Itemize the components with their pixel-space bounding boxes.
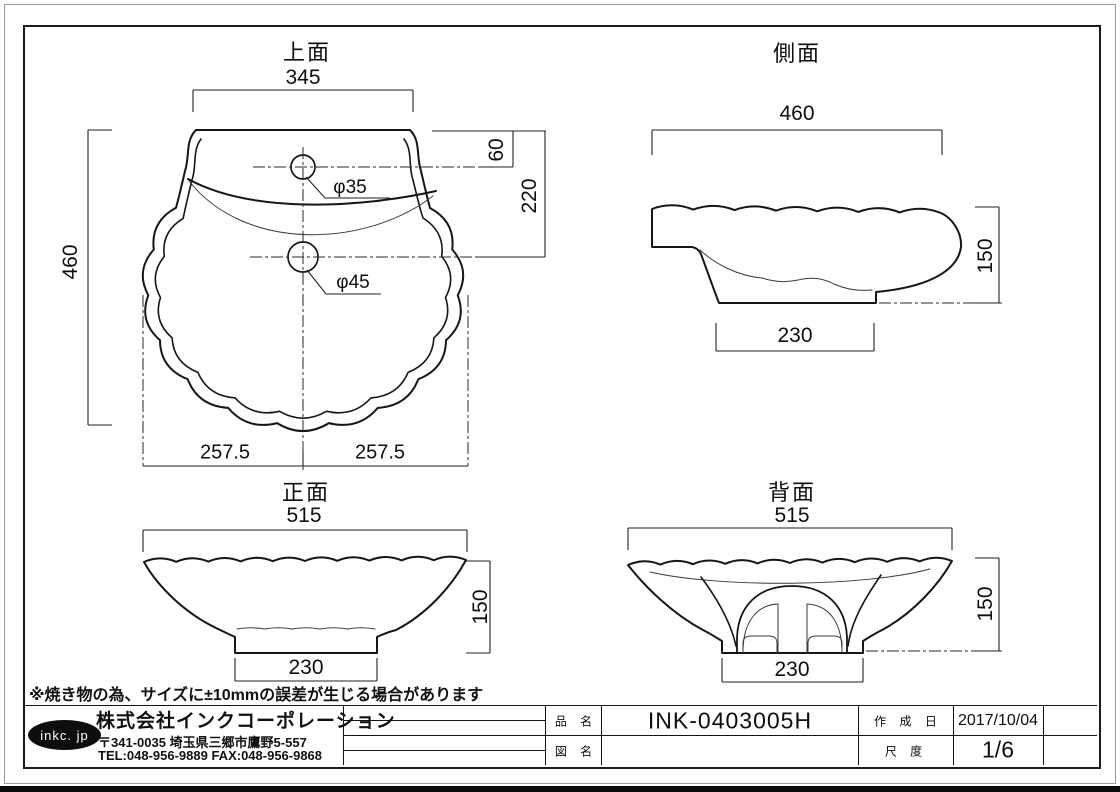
drawing-frame	[23, 25, 1101, 769]
drain-hole-label: φ45	[336, 272, 370, 293]
side-dim-460-bracket	[651, 129, 943, 155]
dim-220-bracket	[477, 131, 546, 258]
side-dim-150-text: 150	[974, 238, 997, 274]
dim-2575-right-text: 257.5	[354, 441, 406, 464]
drawing-name-label: 図 名	[554, 744, 598, 759]
back-view-wing-right-edge	[847, 574, 882, 647]
back-view-title: 背面	[767, 480, 817, 505]
back-dim-515-text: 515	[774, 504, 810, 527]
product-name-value: INK-0403005H	[647, 707, 813, 734]
dim-345-bracket	[192, 89, 414, 112]
back-view-far-rim	[649, 568, 931, 584]
front-view-outline	[143, 555, 467, 654]
front-dim-150-text: 150	[469, 589, 492, 625]
sheet-outer-border	[4, 4, 1116, 784]
revision-row-line-1	[343, 720, 545, 721]
titleblock-top-line	[23, 705, 1097, 706]
back-dim-150-text: 150	[974, 586, 997, 622]
back-view-under-dome-left	[742, 603, 779, 654]
product-name-label: 品 名	[554, 714, 598, 729]
creation-date-label: 作 成 日	[874, 714, 942, 729]
tolerance-note: ※焼き物の為、サイズに±10mmの誤差が生じる場合があります	[29, 687, 484, 704]
dim-515-top-bracket	[143, 452, 468, 467]
top-view-deck-curve	[187, 178, 437, 206]
drain-leader	[306, 269, 381, 295]
scale-value: 1/6	[982, 736, 1014, 763]
faucet-leader	[305, 176, 390, 199]
sheet-bottom-edge	[0, 786, 1120, 792]
side-view-title: 側面	[772, 41, 822, 66]
front-dim-150-bracket	[466, 560, 491, 654]
company-phone: TEL:048-956-9889 FAX:048-956-9868	[98, 748, 323, 763]
side-dim-230-text: 230	[777, 324, 813, 347]
faucet-hole-label: φ35	[333, 177, 367, 198]
side-dim-150-bracket	[975, 206, 1000, 304]
front-dim-515-text: 515	[286, 504, 322, 527]
back-view-outline	[627, 556, 953, 654]
front-dim-515-bracket	[142, 529, 468, 552]
company-logo-text: inkc. jp	[40, 727, 89, 743]
back-view-wing-left-edge	[700, 576, 737, 647]
company-name: 株式会社インクコーポレーション	[96, 711, 396, 732]
dim-60-text: 60	[485, 138, 508, 162]
front-dim-230-bracket	[234, 658, 378, 682]
side-view-outline	[651, 204, 963, 304]
dim-460-bracket	[87, 129, 112, 426]
back-dim-230-text: 230	[774, 658, 810, 681]
side-dim-230-bracket	[715, 323, 875, 352]
back-dim-515-bracket	[627, 527, 953, 550]
top-view-inner-outline	[154, 138, 452, 419]
back-dim-230-bracket	[721, 658, 864, 683]
front-dim-230-text: 230	[288, 656, 324, 679]
dim-2575-left-text: 257.5	[199, 441, 251, 464]
back-view-under-dome-right	[806, 603, 843, 654]
revision-row-line-2	[343, 750, 545, 751]
top-view-title: 上面	[282, 40, 332, 65]
creation-date-value: 2017/10/04	[957, 712, 1039, 729]
top-view-bowl-curve	[188, 180, 434, 236]
dim-220-text: 220	[518, 178, 541, 214]
dim-460-text: 460	[59, 244, 82, 280]
front-view-pedestal-wave	[236, 627, 376, 630]
company-logo: inkc. jp	[28, 720, 101, 750]
back-view-foot-left	[742, 635, 778, 654]
dim-60-bracket	[479, 131, 514, 168]
side-dim-460-text: 460	[779, 102, 815, 125]
side-view-interior-curve	[699, 249, 873, 291]
front-view-title: 正面	[281, 480, 331, 505]
company-address: 〒341-0035 埼玉県三郷市鷹野5-557	[98, 735, 307, 750]
titleblock-row-line	[343, 735, 1097, 736]
top-view-outline	[141, 129, 465, 433]
back-dim-150-bracket	[975, 557, 1000, 652]
scale-label: 尺 度	[884, 744, 928, 759]
back-view-foot-right	[807, 635, 843, 654]
dim-345-text: 345	[285, 66, 321, 89]
back-view-pedestal-dome	[736, 585, 848, 654]
